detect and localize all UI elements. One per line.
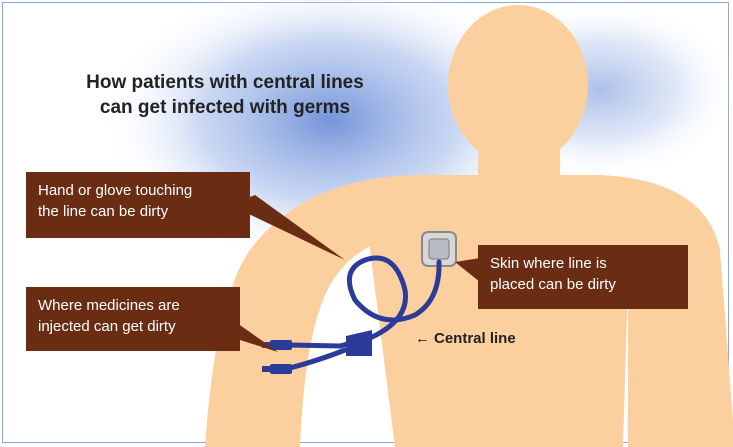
medicines-callout-line-1: Where medicines are xyxy=(38,295,228,316)
title-line-1: How patients with central lines xyxy=(60,70,390,95)
hand-callout-line-2: the line can be dirty xyxy=(38,201,238,222)
left-arrow-icon: ← xyxy=(415,330,430,347)
skin-callout-line-2: placed can be dirty xyxy=(490,274,676,295)
central-line-text: Central line xyxy=(434,330,516,347)
central-line-label: ←Central line xyxy=(415,330,516,347)
medicines-callout-line-2: injected can get dirty xyxy=(38,316,228,337)
diagram-title: How patients with central lines can get … xyxy=(60,70,390,120)
skin-callout: Skin where line is placed can be dirty xyxy=(478,245,688,309)
skin-callout-line-1: Skin where line is xyxy=(490,253,676,274)
hand-callout-line-1: Hand or glove touching xyxy=(38,180,238,201)
medicines-callout: Where medicines are injected can get dir… xyxy=(26,287,240,351)
hand-glove-callout: Hand or glove touching the line can be d… xyxy=(26,172,250,238)
title-line-2: can get infected with germs xyxy=(60,95,390,120)
